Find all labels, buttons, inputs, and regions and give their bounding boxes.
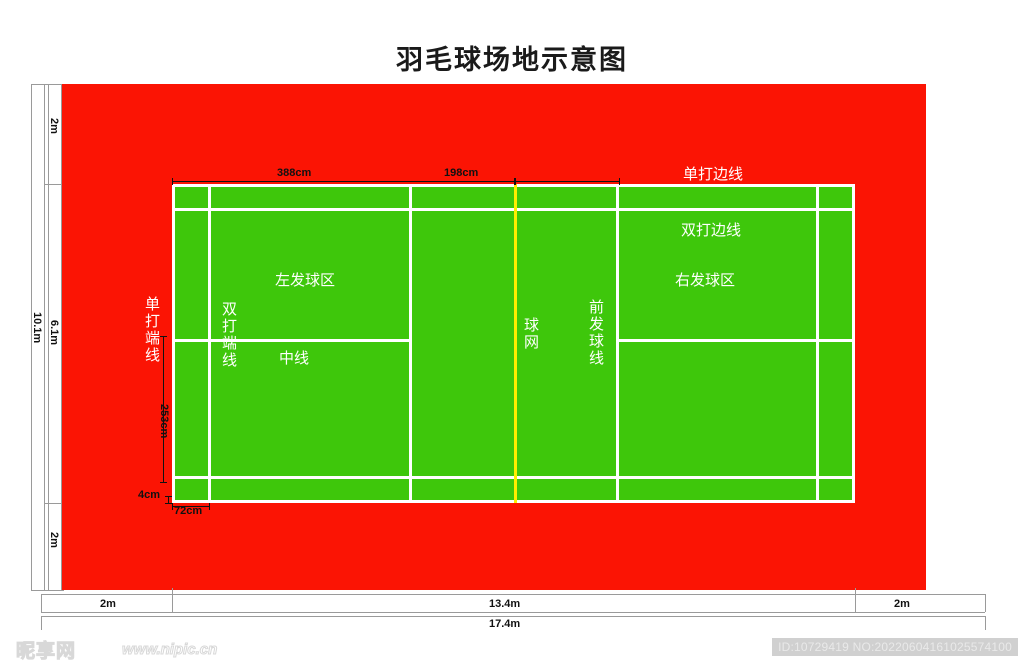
dim-bottom-left-margin-label: 2m [100,598,116,610]
label-left-service-court: 左发球区 [275,272,336,289]
court-line-doubles-back-service-top [175,208,852,211]
left-inner-tick-court-top [44,184,72,185]
dim-253-line [160,336,167,483]
left-inner-rail-right [61,84,62,590]
court-line-short-service-left [409,187,412,500]
dim-198-label: 198cm [444,167,479,179]
site-logo: 昵享网 [15,641,77,663]
dim-bottom-total-label: 17.4m [489,618,521,630]
label-singles-baseline: 单打端线 [143,296,160,364]
left-outer-tick-bottom [31,590,44,591]
site-url: www.nipic.cn [121,641,218,659]
badminton-court: 左发球区 中线 右发球区 双打边线 双打端线 球网 前发球线 [172,184,855,503]
left-outer-rail-right [44,84,45,590]
bottom-tick-left [41,594,42,612]
bottom-total-tick-left [41,616,42,630]
label-singles-sideline: 单打边线 [683,166,744,183]
court-net-line [514,184,517,503]
dim-388-label: 388cm [277,167,312,179]
dim-bottom-right-margin-label: 2m [894,598,910,610]
dim-left-total-label: 10.1m [31,312,43,344]
bottom-total-tick-right [985,616,986,630]
dim-left-court-label: 6.1m [48,320,60,346]
asset-id-badge: ID:10729419 NO:20220604161025574100 [772,638,1018,656]
label-front-service-line: 前发球线 [587,299,604,367]
left-inner-tick-bottom [44,590,64,591]
court-line-centre-left [175,339,409,342]
left-outer-rail-left [31,84,32,590]
court-line-doubles-sideline-right [816,187,819,500]
page-title: 羽毛球场地示意图 [396,45,628,75]
left-inner-rail-left [48,84,49,590]
dim-72cm-label: 72cm [174,505,203,517]
left-outer-tick-top [31,84,44,85]
bottom-rail-upper-bottom [41,612,985,613]
dim-388-line [172,178,515,185]
court-line-doubles-sideline-left [208,187,211,500]
bottom-tick-court-left [172,588,173,612]
label-right-service-court: 右发球区 [675,272,736,289]
court-line-doubles-back-service-bottom [175,476,852,479]
court-line-short-service-right [616,187,619,500]
dim-72cm-line [172,503,210,510]
dim-4cm-label: 4cm [138,489,161,501]
dim-left-top-margin-label: 2m [48,118,60,134]
bottom-tick-right [985,594,986,612]
left-inner-tick-court-bottom [44,503,72,504]
bottom-rail-total-top [41,616,985,617]
label-doubles-sideline: 双打边线 [681,222,742,239]
label-net: 球网 [522,317,539,351]
label-doubles-baseline: 双打端线 [220,301,237,369]
dim-4cm-line [165,496,172,504]
dim-253-label: 253cm [158,404,170,439]
dim-bottom-court-label: 13.4m [489,598,521,610]
left-inner-tick-top [44,84,64,85]
dim-left-bottom-margin-label: 2m [48,532,60,548]
label-centre-line: 中线 [279,350,310,367]
dim-198-line [515,178,620,185]
bottom-tick-court-right [855,588,856,612]
bottom-rail-upper-top [41,594,985,595]
court-line-centre-right [616,339,852,342]
